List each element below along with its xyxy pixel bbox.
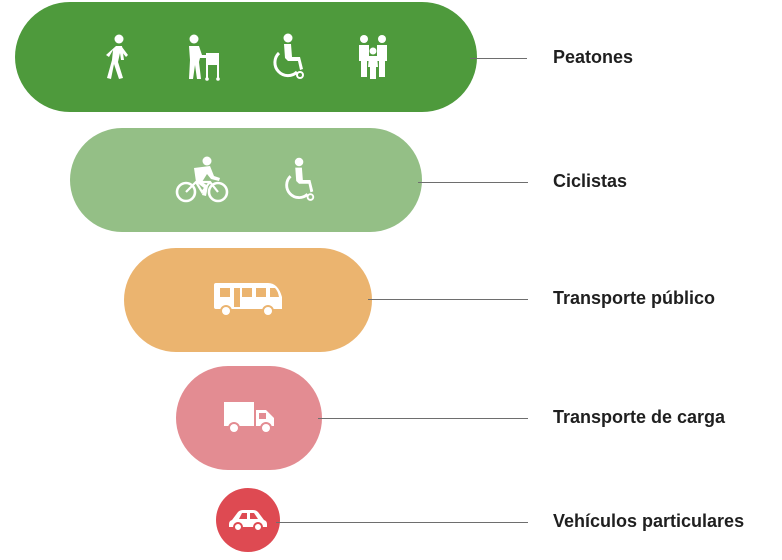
delivery-truck-icon	[222, 400, 276, 436]
car-icon	[228, 508, 268, 532]
cyclist-icon	[174, 156, 230, 204]
wheelchair-user-icon	[282, 156, 318, 204]
pedestrian-walking-icon	[102, 33, 134, 81]
tier-pedestrians-pill	[15, 2, 477, 112]
connector-line	[470, 58, 527, 59]
connector-line	[276, 522, 528, 523]
elderly-walker-icon	[182, 33, 222, 81]
tier-public-transport-pill	[124, 248, 372, 352]
connector-line	[368, 299, 528, 300]
tier-freight-transport-pill	[176, 366, 322, 470]
tier-label-private-vehicles: Vehículos particulares	[553, 511, 745, 531]
tier-label-freight-transport: Transporte de carga	[553, 407, 726, 427]
bus-icon	[212, 281, 284, 319]
family-group-icon	[356, 33, 390, 81]
tier-private-vehicles-pill	[216, 488, 280, 552]
tier-label-pedestrians: Peatones	[553, 47, 634, 67]
connector-line	[318, 418, 528, 419]
tier-label-public-transport: Transporte público	[553, 288, 716, 308]
tier-cyclists-pill	[70, 128, 422, 232]
connector-line	[418, 182, 528, 183]
tier-label-cyclists: Ciclistas	[553, 171, 628, 191]
wheelchair-user-icon	[270, 33, 308, 81]
